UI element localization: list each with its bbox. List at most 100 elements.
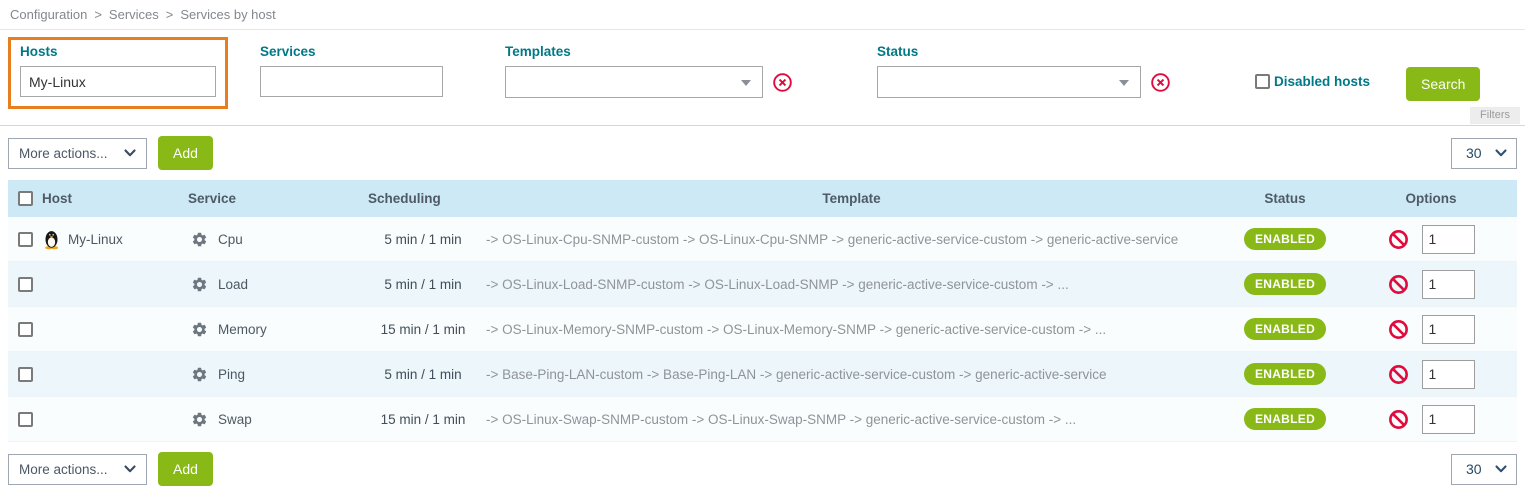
more-actions-label: More actions... — [19, 145, 108, 161]
add-button[interactable]: Add — [158, 136, 213, 170]
disable-service-button[interactable] — [1388, 409, 1409, 430]
services-table: Host Service Scheduling Template Status … — [8, 180, 1517, 442]
options-count-input[interactable] — [1421, 404, 1475, 434]
scheduling-value: 15 min / 1 min — [380, 411, 466, 427]
services-filter-group: Services — [260, 37, 443, 97]
templates-clear-button[interactable] — [772, 72, 793, 93]
status-filter-select[interactable] — [877, 66, 1141, 98]
chevron-down-icon — [124, 465, 136, 473]
host-cell-content: My-Linux — [42, 228, 123, 250]
table-body: My-Linux Cpu 5 min / 1 min -> OS-Linux-C… — [8, 217, 1517, 442]
page-size-value: 30 — [1466, 145, 1482, 161]
row-checkbox[interactable] — [17, 231, 33, 247]
row-checkbox[interactable] — [17, 411, 33, 427]
disable-service-button[interactable] — [1388, 364, 1409, 385]
breadcrumb-services[interactable]: Services — [108, 7, 159, 22]
breadcrumb: Configuration > Services > Services by host — [0, 0, 1525, 29]
page-size-value: 30 — [1466, 461, 1482, 477]
bottom-toolbar: More actions... Add 30 — [0, 442, 1525, 496]
row-checkbox[interactable] — [17, 366, 33, 382]
services-filter-label: Services — [260, 44, 316, 59]
template-chain: -> Base-Ping-LAN-custom -> Base-Ping-LAN… — [486, 366, 1107, 382]
templates-filter-label: Templates — [505, 44, 571, 59]
row-checkbox[interactable] — [17, 276, 33, 292]
more-actions-label: More actions... — [19, 461, 108, 477]
disable-service-button[interactable] — [1388, 229, 1409, 250]
service-name[interactable]: Memory — [218, 321, 267, 337]
status-badge: ENABLED — [1243, 318, 1327, 340]
breadcrumb-separator: > — [165, 7, 174, 22]
column-header-options: Options — [1405, 191, 1457, 206]
chevron-down-icon — [1495, 465, 1507, 473]
templates-filter-group: Templates — [505, 37, 793, 98]
page-size-select-top[interactable]: 30 — [1451, 137, 1517, 169]
gear-icon — [192, 322, 207, 336]
scheduling-value: 15 min / 1 min — [380, 321, 466, 337]
hosts-filter-input[interactable] — [20, 66, 216, 97]
status-badge: ENABLED — [1243, 408, 1327, 430]
services-filter-input[interactable] — [260, 66, 443, 97]
gear-icon — [192, 232, 207, 246]
circled-x-icon — [773, 72, 792, 92]
options-count-input[interactable] — [1421, 359, 1475, 389]
template-chain: -> OS-Linux-Swap-SNMP-custom -> OS-Linux… — [486, 411, 1077, 427]
template-chain: -> OS-Linux-Memory-SNMP-custom -> OS-Lin… — [486, 321, 1107, 337]
column-header-service: Service — [188, 191, 237, 206]
column-header-host: Host — [42, 191, 72, 206]
row-checkbox[interactable] — [17, 321, 33, 337]
template-chain: -> OS-Linux-Load-SNMP-custom -> OS-Linux… — [486, 276, 1069, 292]
status-badge: ENABLED — [1243, 228, 1327, 250]
disabled-hosts-group: Disabled hosts — [1255, 37, 1370, 89]
filters-caption: Filters — [1470, 107, 1520, 124]
options-count-input[interactable] — [1421, 269, 1475, 299]
breadcrumb-services-by-host[interactable]: Services by host — [180, 7, 276, 22]
table-row: Swap 15 min / 1 min -> OS-Linux-Swap-SNM… — [8, 397, 1517, 442]
disabled-hosts-label: Disabled hosts — [1274, 74, 1371, 89]
table-row: Ping 5 min / 1 min -> Base-Ping-LAN-cust… — [8, 352, 1517, 397]
breadcrumb-separator: > — [94, 7, 102, 22]
scheduling-value: 5 min / 1 min — [384, 276, 462, 292]
service-name[interactable]: Ping — [218, 366, 246, 382]
breadcrumb-configuration[interactable]: Configuration — [10, 7, 88, 22]
hosts-filter-label: Hosts — [20, 44, 58, 59]
dropdown-arrow-icon — [1119, 80, 1129, 86]
service-name[interactable]: Load — [218, 276, 249, 292]
options-count-input[interactable] — [1421, 314, 1475, 344]
status-filter-label: Status — [877, 44, 919, 59]
disable-service-button[interactable] — [1388, 274, 1409, 295]
more-actions-select[interactable]: More actions... — [8, 137, 147, 169]
chevron-down-icon — [1495, 149, 1507, 157]
prohibition-icon — [1388, 409, 1408, 429]
dropdown-arrow-icon — [741, 80, 751, 86]
search-group: Search — [1406, 37, 1481, 101]
prohibition-icon — [1388, 274, 1408, 294]
chevron-down-icon — [124, 149, 136, 157]
table-header-row: Host Service Scheduling Template Status … — [8, 180, 1517, 217]
service-name[interactable]: Swap — [218, 411, 252, 427]
host-name[interactable]: My-Linux — [68, 231, 123, 247]
status-clear-button[interactable] — [1150, 72, 1171, 93]
service-name[interactable]: Cpu — [218, 231, 243, 247]
templates-filter-select[interactable] — [505, 66, 763, 98]
more-actions-select-bottom[interactable]: More actions... — [8, 453, 147, 485]
circled-x-icon — [1151, 72, 1170, 92]
add-button-bottom[interactable]: Add — [158, 452, 213, 486]
options-count-input[interactable] — [1421, 224, 1475, 254]
search-button[interactable]: Search — [1406, 67, 1481, 101]
table-row: Load 5 min / 1 min -> OS-Linux-Load-SNMP… — [8, 262, 1517, 307]
gear-icon — [192, 367, 207, 381]
column-header-status: Status — [1264, 191, 1306, 206]
scheduling-value: 5 min / 1 min — [384, 366, 462, 382]
table-row: My-Linux Cpu 5 min / 1 min -> OS-Linux-C… — [8, 217, 1517, 262]
prohibition-icon — [1388, 229, 1408, 249]
page-size-select-bottom[interactable]: 30 — [1451, 453, 1517, 485]
disable-service-button[interactable] — [1388, 319, 1409, 340]
top-toolbar: More actions... Add 30 — [0, 126, 1525, 180]
status-badge: ENABLED — [1243, 273, 1327, 295]
disabled-hosts-checkbox[interactable] — [1255, 74, 1270, 89]
hosts-filter-group-highlighted: Hosts — [8, 37, 228, 109]
status-badge: ENABLED — [1243, 363, 1327, 385]
table-row: Memory 15 min / 1 min -> OS-Linux-Memory… — [8, 307, 1517, 352]
select-all-checkbox[interactable] — [17, 191, 33, 206]
prohibition-icon — [1388, 319, 1408, 339]
